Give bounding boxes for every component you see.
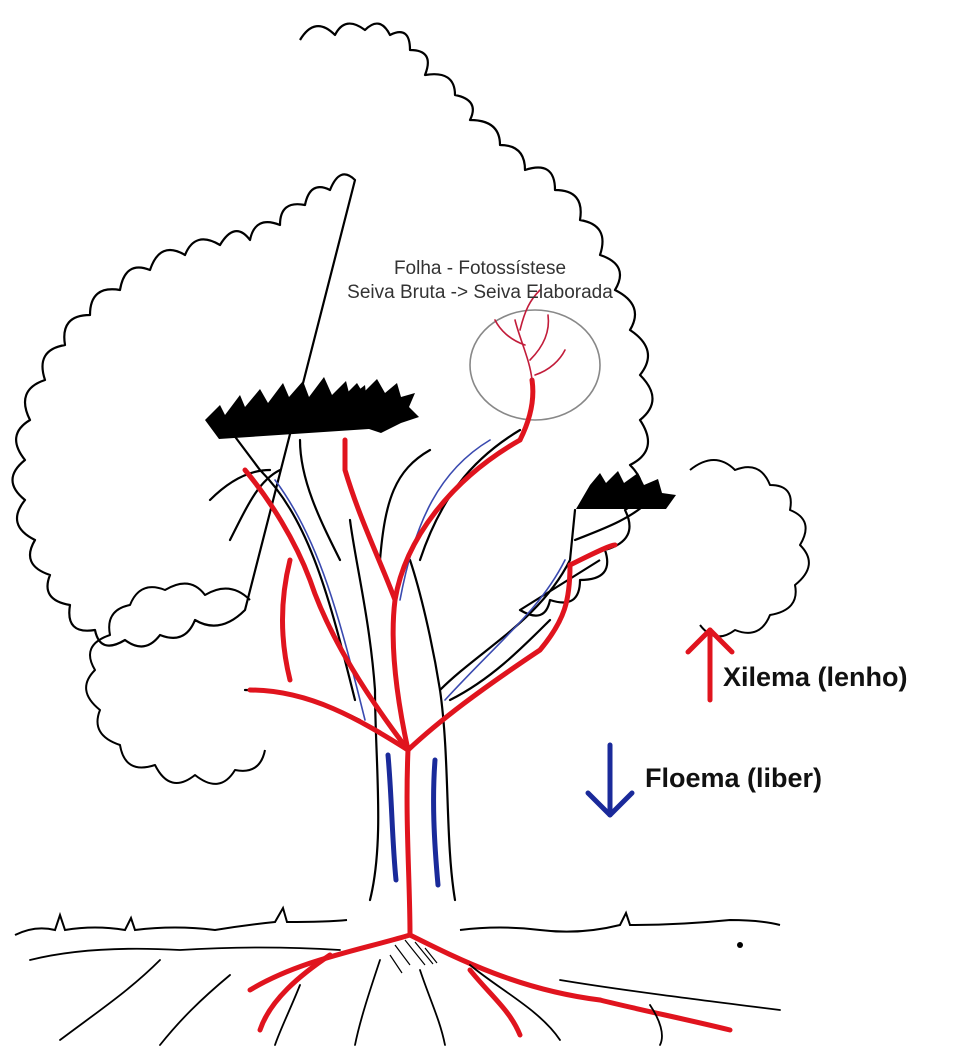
roots-outline [30,948,780,1046]
xylem-lines [245,380,730,1035]
leaf-detail-circle [470,310,600,420]
ground-line [15,908,780,935]
leaf-caption: Folha - Fotossístese Seiva Bruta -> Seiv… [290,257,670,305]
leaf-caption-line1: Folha - Fotossístese [290,257,670,281]
phloem-lines [388,755,438,885]
phloem-thin [275,440,565,720]
canopy-lobe-right [690,460,809,636]
leaf-caption-line2: Seiva Bruta -> Seiva Elaborada [290,281,670,305]
xylem-label: Xilema (lenho) [723,662,908,693]
soil-dot [737,942,743,948]
phloem-label: Floema (liber) [645,763,822,794]
canopy-outline [13,24,653,647]
canopy-lobe-left [86,584,265,784]
down-arrow-icon [588,745,632,815]
